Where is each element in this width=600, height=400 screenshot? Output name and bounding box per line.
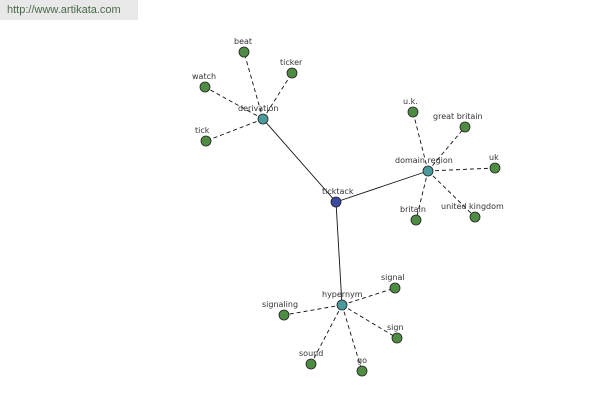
label-britain: britain xyxy=(400,205,426,214)
edge-derivation-beat xyxy=(243,51,264,120)
edge-domain-region-uk xyxy=(427,167,496,172)
node-domain-region[interactable] xyxy=(422,165,434,177)
label-uk: uk xyxy=(489,153,499,162)
edge-ticktack-domain-region xyxy=(335,170,429,203)
node-hypernym[interactable] xyxy=(336,299,348,311)
node-tick[interactable] xyxy=(200,135,212,147)
edge-ticktack-hypernym xyxy=(335,201,343,306)
edges xyxy=(204,51,496,372)
node-uk-dot[interactable] xyxy=(407,106,419,118)
label-great-britain: great britain xyxy=(433,112,483,121)
label-domain-region: domain region xyxy=(395,156,453,165)
node-uk[interactable] xyxy=(489,162,501,174)
node-britain[interactable] xyxy=(410,214,422,226)
edge-hypernym-sign xyxy=(341,304,398,339)
label-ticker: ticker xyxy=(280,58,303,67)
label-watch: watch xyxy=(192,72,216,81)
node-sound[interactable] xyxy=(305,358,317,370)
label-hypernym: hypernym xyxy=(322,290,363,299)
edge-domain-region-great-britain xyxy=(427,126,466,172)
label-sound: sound xyxy=(299,349,323,358)
edge-hypernym-signaling xyxy=(283,304,343,316)
label-sign: sign xyxy=(387,323,404,332)
node-ticker[interactable] xyxy=(286,67,298,79)
edge-derivation-watch xyxy=(204,86,264,120)
label-beat: beat xyxy=(234,37,252,46)
edge-domain-region-britain xyxy=(415,170,429,221)
label-go: go xyxy=(357,356,367,365)
node-watch[interactable] xyxy=(199,81,211,93)
node-go[interactable] xyxy=(356,365,368,377)
label-united-kingdom: united kingdom xyxy=(441,202,504,211)
edge-hypernym-go xyxy=(341,304,363,372)
node-united-kingdom[interactable] xyxy=(469,211,481,223)
label-signal: signal xyxy=(381,273,405,282)
labels: beat ticker watch tick derivation u.k. great b… xyxy=(192,37,504,365)
node-sign[interactable] xyxy=(391,332,403,344)
nodes xyxy=(199,46,501,377)
edge-domain-region-uk-dot xyxy=(412,111,429,172)
node-beat[interactable] xyxy=(238,46,250,58)
node-signal[interactable] xyxy=(389,282,401,294)
edge-hypernym-signal xyxy=(341,287,396,306)
node-derivation[interactable] xyxy=(257,113,269,125)
node-ticktack[interactable] xyxy=(330,196,342,208)
label-derivation: derivation xyxy=(238,104,278,113)
watermark-url: http://www.artikata.com xyxy=(0,0,138,20)
node-signaling[interactable] xyxy=(278,309,290,321)
label-tick: tick xyxy=(195,126,210,135)
edge-ticktack-derivation xyxy=(262,118,337,203)
edge-domain-region-united-kingdom xyxy=(427,170,476,218)
edge-derivation-ticker xyxy=(262,72,293,120)
node-great-britain[interactable] xyxy=(459,121,471,133)
label-signaling: signaling xyxy=(262,300,298,309)
label-uk-dot: u.k. xyxy=(403,97,418,106)
label-ticktack: ticktack xyxy=(322,187,354,196)
edge-derivation-tick xyxy=(205,118,264,142)
